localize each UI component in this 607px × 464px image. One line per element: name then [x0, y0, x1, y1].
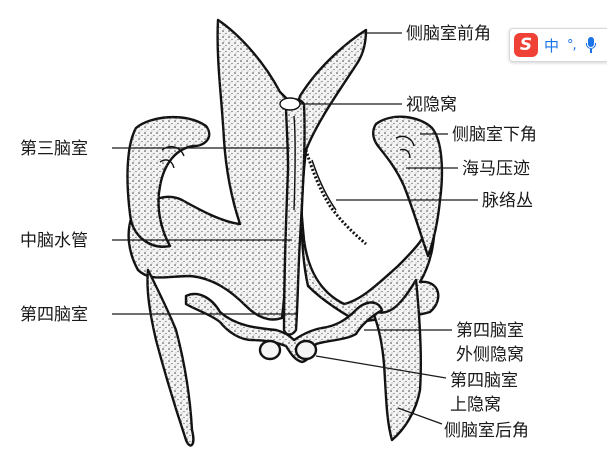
- label-fourth-superior-recess-1: 第四脑室: [450, 371, 518, 391]
- label-choroid-plexus: 脉络丛: [482, 191, 533, 211]
- label-fourth-lateral-recess-1: 第四脑室: [456, 321, 524, 341]
- label-hippocampal-impression: 海马压迹: [462, 159, 530, 179]
- fourth-ventricle-shape: [184, 292, 384, 364]
- labels: 侧脑室前角 视隐窝 第三脑室 侧脑室下角 海马压迹 脉络丛 中脑水管 第四脑室 …: [20, 24, 537, 441]
- right-inferior-horn: [372, 115, 444, 258]
- label-lateral-inferior-horn: 侧脑室下角: [452, 125, 537, 145]
- left-inferior-horn: [126, 115, 211, 248]
- third-ventricle-shape: [279, 97, 306, 336]
- ime-toolbar[interactable]: S 中 °,: [509, 28, 607, 62]
- label-fourth-ventricle: 第四脑室: [20, 305, 88, 325]
- label-third-ventricle: 第三脑室: [20, 139, 88, 159]
- label-lateral-posterior-horn: 侧脑室后角: [444, 421, 529, 441]
- leader-posterior-horn: [397, 407, 443, 425]
- leader-lines: [112, 32, 478, 425]
- right-posterior-horn: [370, 278, 422, 442]
- optic-recess-shape: [279, 97, 301, 111]
- label-fourth-superior-recess-2: 上隐窝: [450, 395, 501, 415]
- label-cerebral-aqueduct: 中脑水管: [20, 231, 88, 251]
- sogou-logo-icon[interactable]: S: [514, 33, 538, 57]
- ime-punctuation-toggle[interactable]: °,: [567, 37, 577, 53]
- ime-mode-toggle[interactable]: 中: [544, 36, 560, 55]
- choroid-plexus-shape: [304, 149, 367, 246]
- label-fourth-lateral-recess-2: 外侧隐窝: [456, 345, 524, 365]
- microphone-icon[interactable]: [584, 36, 598, 54]
- label-lateral-anterior-horn: 侧脑室前角: [406, 24, 491, 44]
- leader-superior-recess: [315, 355, 447, 379]
- label-optic-recess: 视隐窝: [406, 95, 457, 115]
